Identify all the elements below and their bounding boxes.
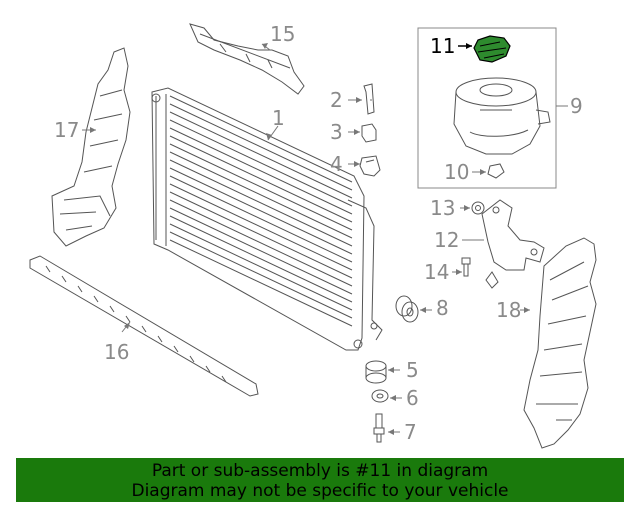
part-5-mount <box>365 360 387 384</box>
part-3-bushing <box>361 123 377 143</box>
part-1-radiator <box>151 87 383 351</box>
part-12-bracket <box>481 199 545 289</box>
callout-10: 10 <box>444 160 470 184</box>
part-17-left-air-guide <box>51 47 131 247</box>
callout-6: 6 <box>406 386 419 410</box>
callout-15: 15 <box>270 22 296 46</box>
callout-3: 3 <box>330 120 343 144</box>
callout-13: 13 <box>430 196 456 220</box>
callout-4: 4 <box>330 152 343 176</box>
banner-line-2: Diagram may not be specific to your vehi… <box>131 481 509 501</box>
part-6-washer <box>371 389 389 403</box>
part-11-filler-cap <box>458 35 511 63</box>
callout-7: 7 <box>404 420 417 444</box>
banner-line-1: Part or sub-assembly is #11 in diagram <box>151 461 489 481</box>
callout-8: 8 <box>436 296 449 320</box>
callout-12: 12 <box>434 228 460 252</box>
part-9-expansion-tank-box <box>417 27 557 189</box>
callout-16: 16 <box>104 340 130 364</box>
part-2-pin <box>363 83 375 115</box>
part-13-nut <box>471 201 485 215</box>
callout-14: 14 <box>424 260 450 284</box>
info-banner: Part or sub-assembly is #11 in diagram D… <box>16 458 624 502</box>
part-15-upper-bracket <box>189 23 305 95</box>
part-9-expansion-tank <box>453 77 551 155</box>
part-7-bolt <box>373 413 385 443</box>
part-4-mount <box>359 155 381 177</box>
callout-5: 5 <box>406 358 419 382</box>
part-16-lower-seal <box>29 255 259 397</box>
part-8-grommet <box>395 295 419 323</box>
part-18-right-air-guide <box>523 237 597 449</box>
callout-1: 1 <box>272 106 285 130</box>
callout-11: 11 <box>430 34 456 58</box>
part-10-seal-plug <box>487 163 505 179</box>
callout-18: 18 <box>496 298 522 322</box>
callout-9: 9 <box>570 94 583 118</box>
callout-17: 17 <box>54 118 80 142</box>
part-14-bolt <box>461 257 471 277</box>
callout-2: 2 <box>330 88 343 112</box>
parts-diagram <box>29 23 597 449</box>
